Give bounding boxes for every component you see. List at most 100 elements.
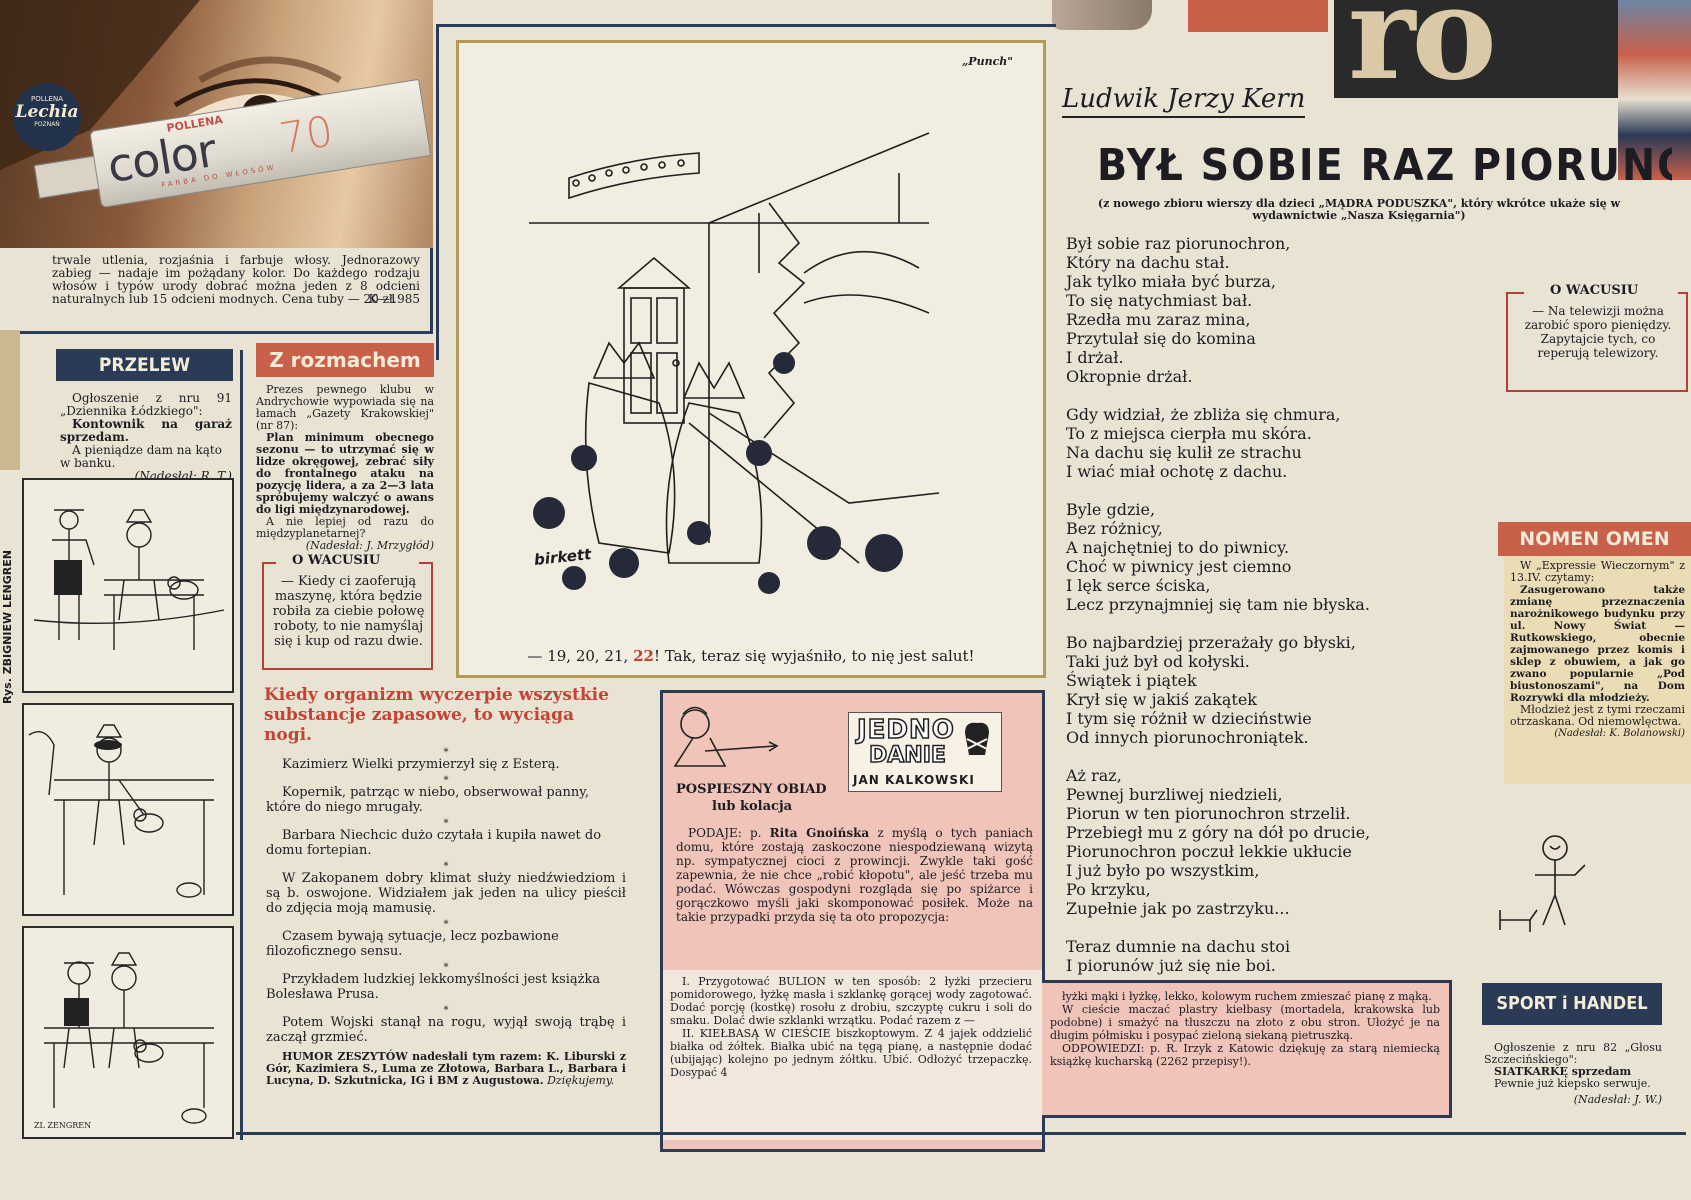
- separator-star: *: [443, 861, 449, 872]
- recipe-step-1: I. Przygotować BULION w ten sposób: 2 ły…: [670, 975, 1032, 1027]
- wacus2-title: O WACUSIU: [1544, 283, 1645, 298]
- sport-p2: SIATKARKĘ sprzedam: [1494, 1065, 1632, 1078]
- recipe-title: POSPIESZNY OBIAD: [676, 782, 827, 797]
- humor-credits: HUMOR ZESZYTÓW nadesłali tym razem: K. L…: [266, 1051, 626, 1087]
- poem-line: I tym się różnił w dzieciństwie: [1066, 709, 1312, 728]
- rozmach-credit: (Nadesłał: J. Mrzygłód): [305, 539, 434, 552]
- logo-author: JAN KALKOWSKI: [853, 773, 975, 787]
- poem-line: Piorun w ten piorunochron strzelił.: [1066, 804, 1351, 823]
- recipe-cont-2: W cieście maczać plastry kiełbasy (morta…: [1050, 1003, 1440, 1042]
- wacus1-text: — Kiedy ci zaoferują maszynę, która będz…: [272, 574, 425, 649]
- comic-panel-1: [22, 478, 234, 693]
- poem-line: Pewnej burzliwej niedzieli,: [1066, 785, 1283, 804]
- logo-brand: POLLENA: [31, 95, 63, 103]
- rozmach-p3: A nie lepiej od razu do międzyplanetarne…: [256, 515, 434, 540]
- comic-credit: Rys. ZBIGNIEW LENGREN: [1, 550, 14, 704]
- nomen-credit: (Nadesłał: K. Bolanowski): [1554, 728, 1685, 739]
- comic-panel-3: ZL ZENGREN: [22, 926, 234, 1139]
- separator-star: *: [443, 775, 449, 786]
- poem-line: Lecz przynajmniej się tam nie błyska.: [1066, 595, 1370, 614]
- poem-stanza-1: Był sobie raz piorunochron, Który na dac…: [1066, 234, 1496, 386]
- recipe-box-join: [1040, 983, 1046, 1115]
- humor-thanks: Dziękujemy.: [547, 1074, 615, 1087]
- poem-line: Na dachu się kulił ze strachu: [1066, 443, 1302, 462]
- nomen-title: NOMEN OMEN: [1498, 522, 1691, 556]
- joke-3: Barbara Niechcic dużo czytała i kupiła n…: [266, 828, 602, 858]
- sport-title: SPORT i HANDEL: [1482, 983, 1662, 1025]
- przelew-title: PRZELEW: [56, 349, 233, 381]
- left-edge-strip: [0, 330, 20, 470]
- wacus2-text: — Na telewizji można zarobić sporo pieni…: [1524, 304, 1672, 360]
- poem-line: Po krzyku,: [1066, 880, 1151, 899]
- chef-illustration: [673, 706, 779, 767]
- joke-6: Przykładem ludzkiej lekkomyślności jest …: [266, 972, 601, 1002]
- poem-title: BYŁ SOBIE RAZ PIORUNOCHRON...: [1097, 140, 1672, 191]
- poem-line: Krył się w jakiś zakątek: [1066, 690, 1257, 709]
- separator-star: *: [443, 747, 449, 758]
- cartoon-frame: „Punch" birkett — 19, 20,: [456, 40, 1046, 678]
- masthead-letters: ro: [1348, 0, 1497, 98]
- nomen-box: W „Expressie Wieczornym" z 13.IV. czytam…: [1504, 556, 1691, 784]
- bottom-rule: [236, 1132, 1686, 1135]
- ad-text: trwale utlenia, rozjaśnia i farbuje włos…: [52, 253, 420, 306]
- tube-number: 70: [275, 106, 337, 164]
- recipe-answers: ODPOWIEDZI: p. R. Irzyk z Katowic dzięku…: [1050, 1042, 1440, 1068]
- tube-cap: [33, 155, 103, 199]
- comic-panel-1-drawing: [33, 509, 225, 650]
- poem-line: Choć w piwnicy jest ciemno: [1066, 557, 1292, 576]
- cannonballs: [533, 352, 903, 594]
- joke-2: Kopernik, patrząc w niebo, obserwował pa…: [266, 785, 589, 815]
- poem-line: Przytulał się do komina: [1066, 329, 1256, 348]
- comic-sign: ZL ZENGREN: [34, 1121, 92, 1130]
- poem-line: Taki już był od kołyski.: [1066, 652, 1250, 671]
- poem-line: To się natychmiast bał.: [1066, 291, 1253, 310]
- poem-line: Byle gdzie,: [1066, 500, 1156, 519]
- caption-part-b: ! Tak, teraz się wyjaśniło, to nię jest …: [653, 647, 975, 665]
- cartoon-drawing: [529, 132, 940, 594]
- rozmach-title: Z rozmachem: [256, 343, 434, 377]
- cartoon-source: „Punch": [961, 55, 1013, 68]
- comic-panel-3-drawing: [44, 952, 214, 1124]
- poem-line: Który na dachu stał.: [1066, 253, 1230, 272]
- joke-4: W Zakopanem dobry klimat służy niedźwied…: [266, 871, 626, 916]
- hand-illustration: [1052, 0, 1152, 30]
- sport-body: Ogłoszenie z nru 82 „Głosu Szczecińskieg…: [1484, 1042, 1662, 1106]
- color-stripes: [1618, 0, 1691, 180]
- intro-b: z myślą o tych paniach domu, które zosta…: [676, 826, 1033, 924]
- joke-7: Potem Wojski stanął na rogu, wyjął swoją…: [266, 1015, 626, 1045]
- przelew-body: Ogłoszenie z nru 91 „Dziennika Łódzkiego…: [60, 392, 232, 483]
- poem-line: Okropnie drżał.: [1066, 367, 1193, 386]
- przelew-text3: A pieniądze dam na kąto w banku.: [60, 443, 222, 470]
- ad-photo: POLLENA Lechia POZNAŃ POLLENA color 70 F…: [0, 0, 433, 248]
- logo-jedno: JEDNO: [856, 714, 955, 746]
- poem-line: Bez różnicy,: [1066, 519, 1163, 538]
- sport-p1: Ogłoszenie z nru 82 „Głosu Szczecińskieg…: [1484, 1041, 1662, 1066]
- ad-text-box: trwale utlenia, rozjaśnia i farbuje włos…: [0, 248, 433, 334]
- caption-part-a: — 19, 20, 21,: [527, 647, 634, 665]
- joke-1: Kazimierz Wielki przymierzył się z Ester…: [282, 757, 560, 772]
- przelew-text2: Kontownik na garaż sprzedam.: [60, 417, 232, 444]
- poem-line: Od innych piorunochroniątek.: [1066, 728, 1309, 747]
- recipe-white-panel: [663, 970, 1042, 1140]
- poem-line: Piorunochron poczuł lekkie ukłucie: [1066, 842, 1352, 861]
- jedno-danie-logo: JEDNO DANIE JAN KALKOWSKI: [848, 712, 1002, 792]
- nomen-p1: W „Expressie Wieczornym" z 13.IV. czytam…: [1510, 559, 1685, 584]
- wacus1-box: O WACUSIU — Kiedy ci zaoferują maszynę, …: [262, 553, 433, 670]
- separator-star: *: [443, 1005, 449, 1016]
- logo-script: Lechia: [15, 102, 79, 122]
- poem-line: Był sobie raz piorunochron,: [1066, 234, 1291, 253]
- wacus2-box: O WACUSIU — Na telewizji można zarobić s…: [1506, 283, 1688, 392]
- poem-line: Gdy widział, że zbliża się chmura,: [1066, 405, 1341, 424]
- poem-line: I wiać miał ochotę z dachu.: [1066, 462, 1288, 481]
- poem-stanza-5: Aż raz, Pewnej burzliwej niedzieli, Pior…: [1066, 766, 1496, 918]
- jokes-column: * Kazimierz Wielki przymierzył się z Est…: [266, 748, 626, 1087]
- lechia-logo: POLLENA Lechia POZNAŃ: [13, 83, 81, 151]
- poem-line: I lęk serce ściska,: [1066, 576, 1211, 595]
- sport-p3: Pewnie już kiepsko serwuje.: [1494, 1077, 1651, 1090]
- poem-line: Jak tylko miała być burza,: [1066, 272, 1276, 291]
- recipe-intro: PODAJE: p. Rita Gnoińska z myślą o tych …: [676, 826, 1033, 924]
- poem-line: Świątek i piątek: [1066, 671, 1197, 690]
- stick-figure-illustration: [1499, 835, 1586, 932]
- poem-line: Zupełnie jak po zastrzyku...: [1066, 899, 1290, 918]
- intro-a: PODAJE: p.: [688, 826, 770, 840]
